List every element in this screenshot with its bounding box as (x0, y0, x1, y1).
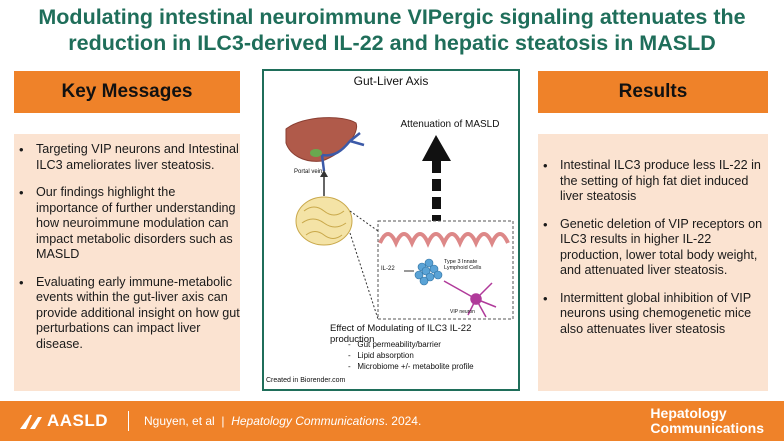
villi-icon (378, 232, 510, 248)
figure-illustration (285, 117, 514, 320)
effect-item: - Gut permeability/barrier (348, 340, 441, 349)
result-item: Intestinal ILC3 produce less IL-22 in th… (543, 158, 768, 205)
attenuation-label: Attenuation of MASLD (400, 119, 500, 130)
figure-title: Gut-Liver Axis (353, 74, 429, 88)
footer-divider (128, 411, 129, 431)
key-message-item: Evaluating early immune-metabolic events… (19, 275, 240, 353)
vip-neuron-label: VIP neuron (450, 309, 475, 315)
citation: Nguyen, et al | Hepatology Communication… (144, 414, 421, 428)
results-header: Results (538, 71, 768, 113)
gallbladder-icon (310, 149, 322, 157)
citation-separator: | (221, 414, 225, 428)
effect-list: - Gut permeability/barrier - Lipid absor… (348, 339, 474, 372)
biorender-credit: Created in Biorender.com (266, 377, 346, 384)
results-title: Results (618, 81, 688, 102)
portal-vein-label: Portal vein (294, 169, 323, 175)
result-item: Genetic deletion of VIP receptors on ILC… (543, 217, 768, 279)
citation-journal: Hepatology Communications (231, 414, 385, 428)
effect-item: - Lipid absorption (348, 351, 414, 360)
ilc3-cluster-icon (414, 258, 443, 286)
il22-label: IL-22 (381, 266, 395, 272)
footer-bar: AASLD Nguyen, et al | Hepatology Communi… (0, 401, 784, 441)
journal-logo: Hepatology Communications (650, 406, 764, 436)
aasld-logo-icon (20, 415, 42, 429)
result-item: Intermittent global inhibition of VIP ne… (543, 291, 768, 338)
effect-item: - Microbiome +/- metabolite profile (348, 362, 474, 371)
journal-logo-line-1: Hepatology (650, 405, 727, 421)
intestine-icon (295, 196, 353, 246)
results-list: Intestinal ILC3 produce less IL-22 in th… (538, 158, 768, 337)
title-line-2: reduction in ILC3-derived IL-22 and hepa… (68, 31, 716, 55)
vip-neuron-icon (443, 280, 497, 318)
key-message-item: Targeting VIP neurons and Intestinal ILC… (19, 142, 240, 173)
title-line-1: Modulating intestinal neuroimmune VIPerg… (38, 5, 746, 29)
results-panel: Intestinal ILC3 produce less IL-22 in th… (538, 134, 768, 391)
citation-year: . 2024. (384, 414, 422, 428)
portal-vein-icon (320, 132, 365, 172)
key-messages-panel: Targeting VIP neurons and Intestinal ILC… (14, 134, 240, 391)
key-messages-title: Key Messages (61, 81, 193, 102)
journal-logo-line-2: Communications (650, 420, 764, 436)
aasld-logo-text: AASLD (47, 411, 109, 430)
citation-authors: Nguyen, et al (144, 414, 215, 428)
key-messages-header: Key Messages (14, 71, 240, 113)
effect-title: Effect of Modulating of ILC3 IL-22 produ… (330, 323, 472, 345)
poster-title: Modulating intestinal neuroimmune VIPerg… (0, 4, 784, 56)
ilc-label: Type 3 Innate Lymphoid Cells (444, 259, 482, 271)
key-messages-list: Targeting VIP neurons and Intestinal ILC… (14, 142, 240, 352)
key-message-item: Our findings highlight the importance of… (19, 185, 240, 263)
gut-liver-figure: Gut-Liver Axis (262, 69, 520, 391)
